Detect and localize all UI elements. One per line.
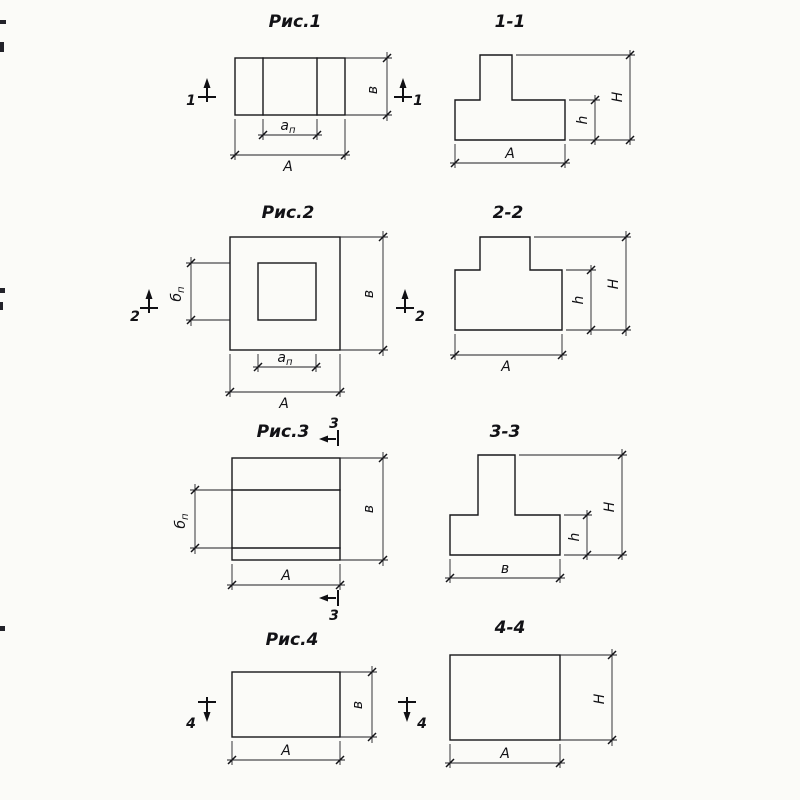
sec1-dim-base-height: h [569, 95, 635, 145]
fig1-dim-inner-width: ап [258, 118, 322, 140]
section-3-3: 3-3 в h Н [445, 422, 627, 583]
section-1-1-profile [454, 54, 566, 141]
figure-2: Рис.2 бп 2 2 [130, 203, 631, 412]
sec3-dim-width: в [445, 559, 565, 583]
fig1-cut-mark-right: 1 [394, 78, 423, 109]
sec4-dim-total-height: Н [560, 649, 617, 746]
fig1-dim-width: А [230, 119, 350, 175]
figure-3-plan-title: Рис.3 [257, 422, 310, 442]
section-1-1: 1-1 А h Н [450, 12, 635, 168]
sec2-width-label: А [500, 359, 511, 375]
fig2-dim-depth: в [340, 231, 388, 356]
figure-2-plan: Рис.2 бп 2 2 [130, 203, 425, 412]
section-4-4-profile [449, 654, 561, 741]
sec2-dim-total-height: Н [534, 231, 631, 336]
fig1-plan-outline [234, 57, 346, 116]
fig2-width-label: А [278, 396, 289, 412]
section-3-3-title: 3-3 [490, 422, 521, 442]
fig2-inner-width-label: ап [277, 350, 293, 368]
fig3-cut-number-top: 3 [329, 416, 339, 432]
fig2-plan-outline [229, 236, 341, 351]
fig3-cut-mark-bottom: 3 [319, 590, 339, 624]
fig4-plan-outline [231, 671, 341, 738]
fig4-width-label: А [280, 743, 291, 759]
fig2-dim-inner-width: ап [253, 350, 321, 372]
fig3-dim-inner-depth: бп [173, 484, 232, 554]
fig2-depth-label: в [361, 290, 377, 298]
fig1-cut-mark-left: 1 [186, 78, 216, 109]
sec1-dim-width: А [450, 144, 570, 168]
sec4-dim-width: А [445, 744, 565, 768]
figure-4-plan-title: Рис.4 [266, 630, 319, 650]
fig4-cut-number-right: 4 [416, 716, 427, 732]
sec4-width-label: А [499, 746, 510, 762]
fig4-cut-mark-right: 4 [398, 697, 427, 732]
fig2-dim-width: А [225, 354, 345, 412]
fig4-dim-width: А [227, 741, 345, 765]
figure-3: Рис.3 3 3 [173, 416, 627, 624]
figure-1: Рис.1 1 1 [186, 12, 635, 175]
sec3-total-height-label: Н [602, 501, 618, 512]
sec3-dim-base-height: h [564, 510, 627, 560]
sec1-width-label: А [504, 146, 515, 162]
fig1-depth-label: в [365, 86, 381, 94]
fig4-cut-number-left: 4 [185, 716, 196, 732]
section-1-1-title: 1-1 [495, 12, 526, 32]
fig3-cut-mark-top: 3 [319, 416, 339, 446]
sec1-base-height-label: h [575, 116, 591, 125]
sec2-base-height-label: h [571, 296, 587, 305]
sec3-dim-total-height: Н [519, 449, 627, 560]
fig2-inner-depth-label: бп [169, 286, 187, 302]
figure-1-plan: Рис.1 1 1 [186, 12, 423, 175]
figure-1-plan-title: Рис.1 [269, 12, 322, 32]
figure-3-plan: Рис.3 3 3 [173, 416, 388, 624]
sec1-total-height-label: Н [610, 91, 626, 102]
fig3-cut-number-bottom: 3 [329, 608, 339, 624]
fig1-inner-width-label: ап [280, 118, 296, 136]
sec1-dim-total-height: Н [516, 50, 635, 145]
sec2-dim-base-height: h [566, 265, 631, 335]
section-2-2-profile [454, 236, 563, 331]
sec3-base-height-label: h [567, 533, 583, 542]
fig1-cut-number-right: 1 [413, 93, 423, 109]
figure-4: Рис.4 4 4 в [185, 618, 617, 768]
fig4-depth-label: в [350, 701, 366, 709]
sec3-width-label: в [501, 561, 509, 577]
fig3-inner-depth-label: бп [173, 513, 191, 529]
fig3-plan-outline [231, 457, 341, 561]
fig3-dim-width: А [227, 564, 345, 590]
section-3-3-profile [449, 454, 561, 556]
figure-2-plan-title: Рис.2 [262, 203, 315, 223]
fig1-dim-depth: в [345, 52, 392, 121]
fig1-width-label: А [282, 159, 293, 175]
fig3-dim-depth: в [340, 452, 388, 566]
fig4-cut-mark-left: 4 [185, 697, 216, 732]
fig1-cut-number-left: 1 [186, 93, 196, 109]
scan-artifacts [0, 20, 6, 631]
section-4-4-title: 4-4 [494, 618, 526, 638]
fig2-cut-number-right: 2 [415, 309, 425, 325]
section-4-4: 4-4 А Н [445, 618, 617, 768]
sec2-dim-width: А [450, 334, 567, 375]
fig2-dim-inner-depth: бп [169, 257, 230, 326]
fig3-depth-label: в [361, 505, 377, 513]
fig3-width-label: А [280, 568, 291, 584]
fig2-cut-mark-left: 2 [130, 289, 158, 325]
fig4-dim-depth: в [340, 666, 377, 743]
fig2-cut-mark-right: 2 [396, 289, 425, 325]
sec4-total-height-label: Н [592, 693, 608, 704]
section-2-2: 2-2 А h Н [450, 203, 631, 375]
fig2-cut-number-left: 2 [130, 309, 140, 325]
section-2-2-title: 2-2 [493, 203, 524, 223]
figure-4-plan: Рис.4 4 4 в [185, 630, 427, 765]
sec2-total-height-label: Н [606, 278, 622, 289]
